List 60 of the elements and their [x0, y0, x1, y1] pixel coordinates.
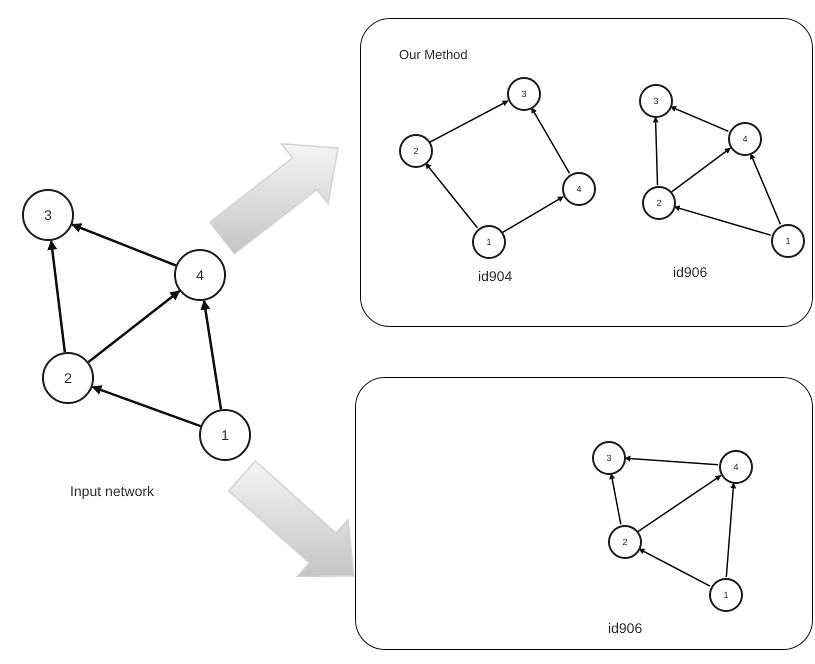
node-number: 3	[606, 453, 612, 463]
node-circle	[562, 172, 596, 206]
arrow	[652, 116, 659, 186]
node-circle	[22, 189, 74, 241]
caption-text: Input network	[70, 483, 154, 499]
node-circle	[174, 249, 226, 301]
node-circle	[719, 450, 753, 484]
node-number: 1	[785, 236, 790, 246]
node-circle	[399, 134, 433, 168]
caption-text: id906	[608, 620, 642, 636]
node-number: 3	[44, 207, 52, 223]
node-number: 4	[742, 134, 748, 144]
arrow	[674, 205, 771, 236]
node-circle	[592, 441, 626, 475]
panel-box	[355, 377, 813, 650]
node-circle	[472, 225, 506, 259]
arrow	[430, 100, 508, 143]
arrow	[530, 107, 570, 174]
node-circle	[771, 224, 805, 258]
node-number: 3	[653, 96, 658, 106]
arrow	[609, 473, 622, 524]
arrow	[92, 385, 201, 428]
arrow	[88, 290, 180, 363]
arrow	[750, 153, 782, 225]
node-number: 2	[64, 370, 72, 386]
node-circle	[42, 352, 94, 404]
node-circle	[642, 186, 676, 220]
node-number: 4	[196, 267, 204, 283]
caption-text: id904	[478, 268, 512, 284]
panel-box	[360, 18, 813, 327]
node-circle	[199, 409, 251, 461]
node-number: 1	[723, 590, 728, 600]
block-arrow	[228, 460, 355, 578]
caption-text: id906	[673, 264, 708, 280]
arrow	[638, 474, 722, 532]
panel-title: Our Method	[399, 47, 468, 62]
node-number: 1	[221, 427, 229, 443]
arrow	[638, 548, 710, 587]
arrow	[726, 482, 736, 578]
arrow	[502, 196, 564, 234]
node-number: 3	[521, 89, 526, 99]
node-circle	[709, 578, 743, 612]
node-number: 4	[576, 184, 582, 194]
node-circle	[728, 122, 762, 156]
node-circle	[639, 84, 673, 118]
arrow	[47, 240, 66, 352]
arrow	[671, 148, 731, 192]
arrow	[670, 106, 729, 132]
node-number: 2	[413, 146, 418, 156]
arrow	[200, 300, 222, 410]
block-arrow	[208, 142, 339, 255]
arrow	[624, 456, 718, 466]
node-circle	[507, 77, 541, 111]
node-number: 2	[656, 198, 662, 208]
node-circle	[608, 525, 642, 559]
node-number: 4	[733, 462, 738, 472]
node-number: 2	[622, 537, 628, 547]
arrow	[71, 223, 176, 267]
arrow	[425, 162, 478, 228]
node-number: 1	[486, 237, 492, 247]
